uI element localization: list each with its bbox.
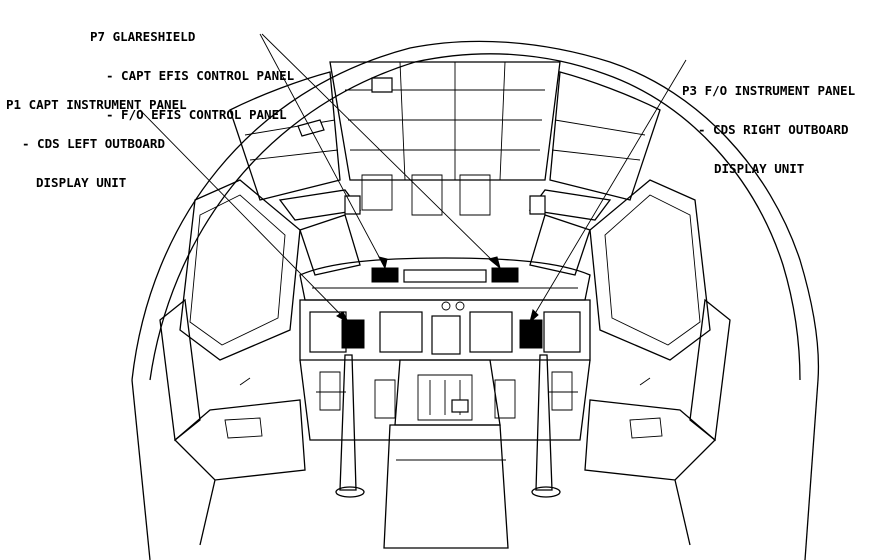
fo-efis-control-panel xyxy=(491,267,519,283)
callout-p7-glareshield: P7 GLARESHIELD - CAPT EFIS CONTROL PANEL… xyxy=(90,4,294,147)
callout-p1-line-2: DISPLAY UNIT xyxy=(36,175,127,190)
glareshield xyxy=(299,257,591,301)
leader-lines xyxy=(139,33,687,324)
callout-p3-title: P3 F/O INSTRUMENT PANEL xyxy=(682,83,856,98)
callout-p7-line-2: - F/O EFIS CONTROL PANEL xyxy=(106,107,287,122)
roof-structure-right xyxy=(528,71,661,221)
callout-p7-line-1: - CAPT EFIS CONTROL PANEL xyxy=(106,68,295,83)
windshield-frames xyxy=(299,214,591,276)
callout-p3-line-1: - CDS RIGHT OUTBOARD xyxy=(698,122,849,137)
callout-p7-title: P7 GLARESHIELD xyxy=(90,29,196,44)
callout-p1-capt-instrument-panel: P1 CAPT INSTRUMENT PANEL - CDS LEFT OUTB… xyxy=(6,72,187,215)
cds-right-outboard-display-unit xyxy=(519,319,543,349)
canopy-outline xyxy=(131,40,820,560)
cds-left-outboard-display-unit xyxy=(341,319,365,349)
cabin-sidewalls xyxy=(174,377,716,546)
overhead-panel xyxy=(329,61,561,216)
center-pedestal xyxy=(383,359,509,549)
main-instrument-panel xyxy=(299,299,591,441)
callout-p1-title: P1 CAPT INSTRUMENT PANEL xyxy=(6,97,187,112)
callout-p3-line-2: DISPLAY UNIT xyxy=(714,161,805,176)
capt-efis-control-panel xyxy=(371,267,399,283)
callout-p1-line-1: - CDS LEFT OUTBOARD xyxy=(22,136,165,151)
roof-structure-left xyxy=(229,71,362,221)
side-window-right xyxy=(589,179,731,442)
callout-p3-fo-instrument-panel: P3 F/O INSTRUMENT PANEL - CDS RIGHT OUTB… xyxy=(682,58,855,201)
side-window-left xyxy=(159,179,301,442)
control-columns xyxy=(335,354,561,498)
